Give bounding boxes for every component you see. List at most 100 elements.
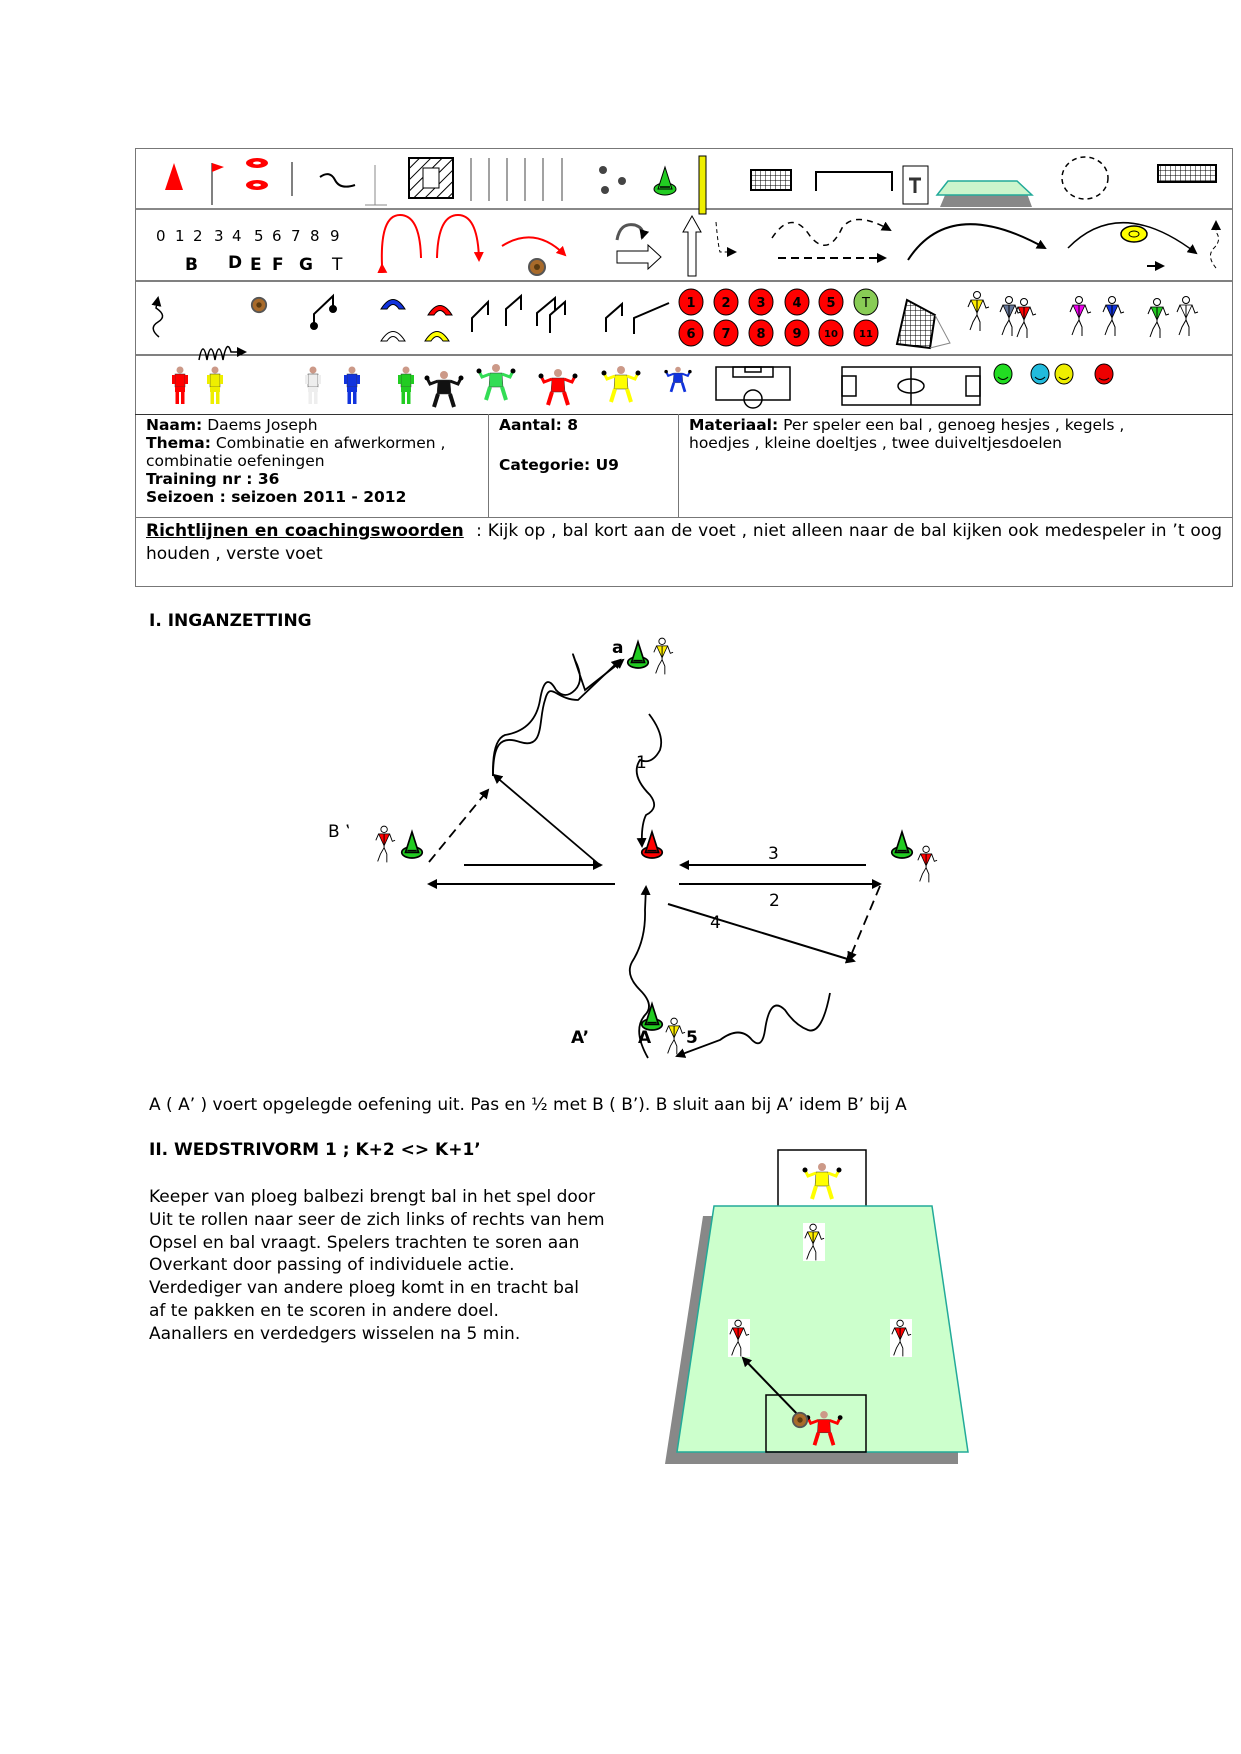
svg-text:3: 3 xyxy=(756,296,765,311)
lob-arrow-icon[interactable] xyxy=(1067,221,1198,255)
dashed-wave-arrow-icon[interactable] xyxy=(771,218,892,246)
rebounder-icon[interactable] xyxy=(895,298,951,350)
lines-icon[interactable] xyxy=(470,158,563,201)
hook-icon[interactable] xyxy=(319,173,356,188)
post-icon[interactable] xyxy=(365,165,387,206)
hollow-up-arrow-icon[interactable] xyxy=(682,214,702,277)
full-field-icon[interactable] xyxy=(841,366,981,406)
digit-label[interactable]: 0 xyxy=(156,227,166,245)
description-line: Overkant door passing of individuele act… xyxy=(149,1255,515,1276)
dashed-circle-icon[interactable] xyxy=(1061,156,1109,200)
goal-frame-icon[interactable] xyxy=(815,171,893,191)
dashed-up-arrow-icon[interactable] xyxy=(1210,220,1221,269)
divider xyxy=(135,517,1233,518)
digit-label[interactable]: 2 xyxy=(193,227,203,245)
dashed-turn-arrow-icon[interactable] xyxy=(715,221,737,257)
description-line: Opsel en bal vraagt. Spelers trachten te… xyxy=(149,1232,580,1253)
net-grid-icon[interactable] xyxy=(750,169,792,191)
label-2: 2 xyxy=(769,891,780,911)
digit-label[interactable]: 4 xyxy=(232,227,242,245)
red-smiley-icon[interactable] xyxy=(1094,363,1114,385)
training-number: Training nr : 36 xyxy=(146,470,280,488)
yellow-runner-icon xyxy=(653,637,674,675)
player-number-9[interactable]: 9 xyxy=(784,319,810,347)
letter-label[interactable]: B xyxy=(185,255,198,275)
hatched-area-icon[interactable] xyxy=(408,157,454,199)
cyan-smiley-icon[interactable] xyxy=(1030,363,1050,385)
player-number-1[interactable]: 1 xyxy=(678,288,704,316)
balls-icon[interactable] xyxy=(599,166,626,194)
digit-label[interactable]: 6 xyxy=(272,227,282,245)
stepped-line-icon[interactable] xyxy=(310,293,337,330)
symbol-palette-frame xyxy=(135,148,1233,587)
green-smiley-icon[interactable] xyxy=(993,363,1013,385)
goal-net-icon[interactable] xyxy=(1157,164,1217,183)
red-arc-arrow-icon[interactable] xyxy=(436,213,484,262)
digit-label[interactable]: 3 xyxy=(214,227,224,245)
player-number-3[interactable]: 3 xyxy=(748,288,774,316)
thema-value-cont: combinatie oefeningen xyxy=(146,452,325,470)
digit-label[interactable]: 8 xyxy=(310,227,320,245)
player-number-7[interactable]: 7 xyxy=(713,319,739,347)
hollow-right-arrow-icon[interactable] xyxy=(616,243,662,271)
player-number-5[interactable]: 5 xyxy=(818,288,844,316)
coaching-notes: Richtlijnen en coachingswoorden : Kijk o… xyxy=(146,520,1222,566)
label-3: 3 xyxy=(768,844,779,864)
field-3d-icon[interactable] xyxy=(935,180,1034,207)
blue-hat-icon[interactable] xyxy=(380,299,406,310)
white-hat-icon[interactable] xyxy=(380,331,406,342)
flag-icon[interactable] xyxy=(211,163,224,205)
dribble-arrow-icon[interactable] xyxy=(151,296,164,338)
yellow-hat-icon[interactable] xyxy=(424,331,450,342)
digit-label[interactable]: 5 xyxy=(254,227,264,245)
coaching-title: Richtlijnen en coachingswoorden xyxy=(146,521,464,541)
player-number-10[interactable]: 10 xyxy=(818,319,844,347)
stepped-chain-icon[interactable] xyxy=(471,293,670,334)
digit-label[interactable]: 7 xyxy=(291,227,301,245)
divider xyxy=(135,414,1233,415)
player-number-2[interactable]: 2 xyxy=(713,288,739,316)
divider xyxy=(678,414,679,517)
red-hat-icon[interactable] xyxy=(427,305,453,316)
red-arc-arrow-icon[interactable] xyxy=(377,213,422,274)
dribble-path xyxy=(492,653,625,777)
letter-label[interactable]: D xyxy=(228,253,242,273)
half-field-icon[interactable] xyxy=(715,366,791,409)
letter-label[interactable]: F xyxy=(272,255,284,275)
player-number-6[interactable]: 6 xyxy=(678,319,704,347)
dribble-path-1 xyxy=(635,713,663,848)
svg-text:2: 2 xyxy=(721,296,730,311)
player-number-11[interactable]: 11 xyxy=(853,319,879,347)
description-line: Uit te rollen naar seer de zich links of… xyxy=(149,1209,605,1230)
divider xyxy=(488,414,489,517)
svg-text:T: T xyxy=(861,296,870,311)
field xyxy=(676,1205,969,1453)
letter-label[interactable]: T xyxy=(331,255,343,275)
player-number-8[interactable]: 8 xyxy=(748,319,774,347)
t-box-icon[interactable] xyxy=(902,165,929,205)
trainer-marker[interactable]: T xyxy=(853,288,879,316)
red-cone-icon xyxy=(641,831,663,859)
red-runner-icon xyxy=(375,825,396,863)
red-curve-arrow-icon[interactable] xyxy=(501,236,567,257)
digit-label[interactable]: 1 xyxy=(175,227,185,245)
letter-label[interactable]: E xyxy=(250,255,262,275)
zigzag-icon[interactable] xyxy=(198,345,247,361)
label-a-prime: A’ xyxy=(571,1028,589,1048)
cone-icon[interactable] xyxy=(165,163,183,190)
player-number-4[interactable]: 4 xyxy=(784,288,810,316)
green-cone-icon xyxy=(401,831,423,859)
svg-text:6: 6 xyxy=(686,327,695,342)
drill-diagram: a B ‛ 1 3 2 4 A’ A 5 xyxy=(328,637,938,1059)
digit-label[interactable]: 9 xyxy=(330,227,340,245)
letter-label[interactable]: G xyxy=(299,255,313,275)
turn-arrow-icon[interactable] xyxy=(615,223,650,241)
yellow-smiley-icon[interactable] xyxy=(1054,363,1074,385)
yellow-pole-icon[interactable] xyxy=(698,155,707,215)
training-info-table: Naam: Daems Joseph Thema: Combinatie en … xyxy=(135,414,1233,587)
group-info-cell: Aantal: 8 Categorie: U9 xyxy=(488,414,678,517)
disc-cones-icon[interactable] xyxy=(246,158,268,190)
pass-arrow xyxy=(492,773,602,867)
curved-arrow-icon[interactable] xyxy=(907,223,1047,261)
